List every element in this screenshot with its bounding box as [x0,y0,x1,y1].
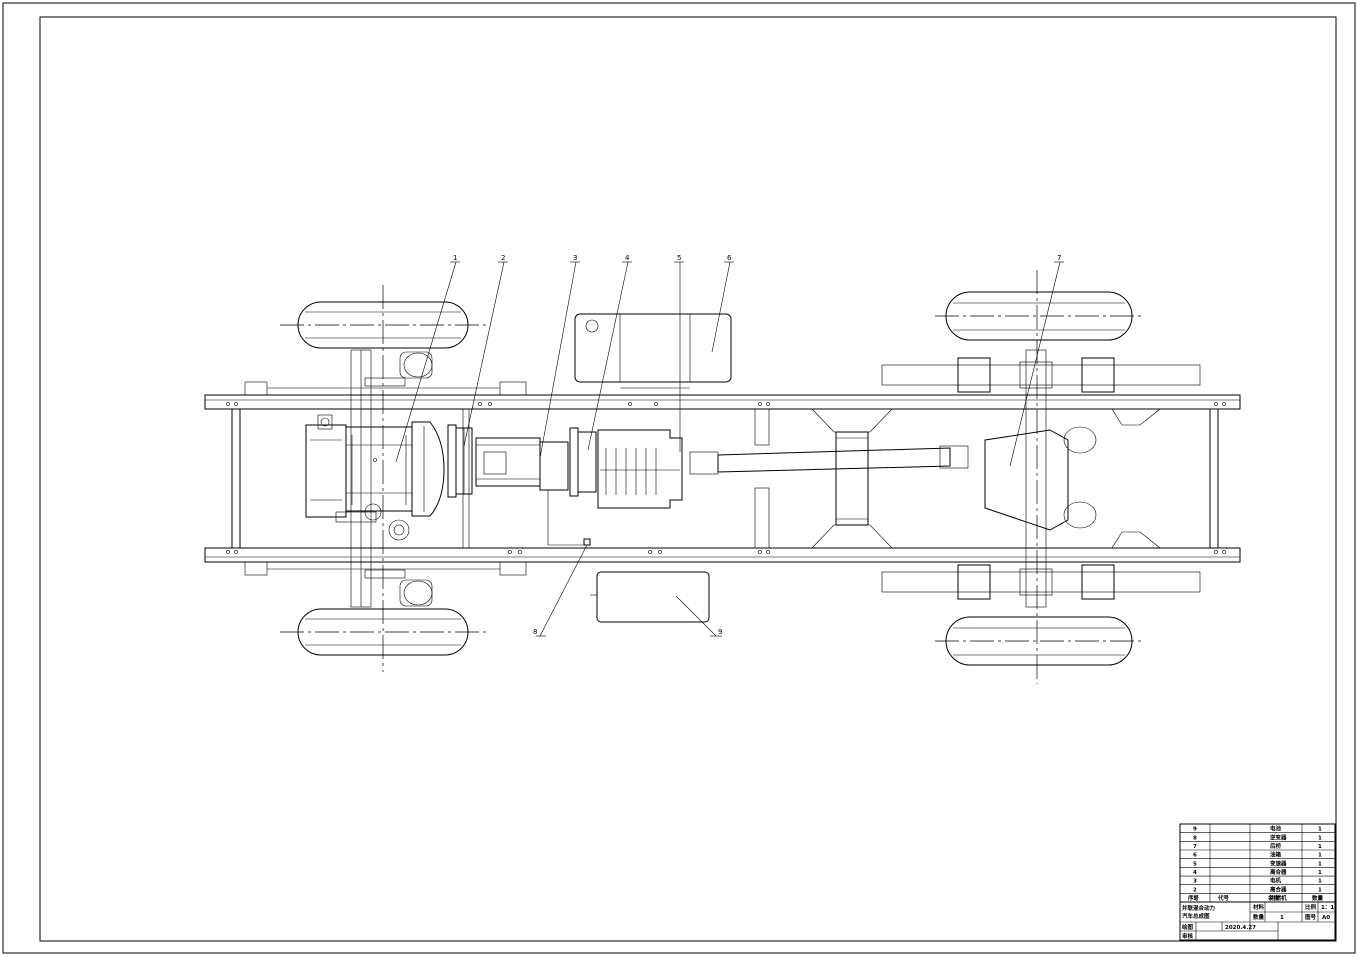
parts-cell-no: 1 [1193,896,1197,902]
callout-4: 4 [625,254,630,262]
drawn-label: 绘图 [1182,923,1194,931]
title-block: 9 电池 1 8 逆变器 1 7 后桥 1 6 油箱 1 5 变速器 1 4 离合器 1 3 电机 1 2 离合器 1 1 内燃机… [1179,823,1336,941]
transmission [597,429,683,509]
rear-axle-assembly [881,270,1201,684]
parts-cell-qty: 1 [1318,870,1322,876]
header-code: 代号 [1217,894,1230,902]
callout-1: 1 [453,254,457,262]
callout-numbers: 1 2 3 4 5 6 7 8 9 [453,254,1061,636]
sheet-label: 图号 [1305,913,1317,921]
header-no: 序号 [1187,894,1200,902]
parts-cell-no: 4 [1193,870,1197,876]
mid-cross-member [811,408,893,549]
callout-6: 6 [727,254,732,262]
parts-cell-qty: 1 [1318,861,1322,867]
frame-bolt-holes [226,402,1226,554]
leader-lines [395,261,1064,637]
parts-cell-name: 内燃机 [1270,894,1287,902]
title-line1: 并联混合动力 [1182,904,1216,912]
engine [305,414,445,541]
parts-cell-qty: 1 [1318,827,1322,833]
fuel-tank [574,313,732,389]
callout-5: 5 [677,254,681,262]
electric-motor [475,437,588,546]
callout-9: 9 [718,628,722,636]
material-label: 材料 [1253,903,1265,911]
parts-cell-qty: 1 [1318,896,1322,902]
header-qty: 数量 [1312,894,1324,902]
inner-border [39,16,1337,942]
propeller-shaft [689,445,969,475]
parts-cell-name: 油箱 [1270,851,1282,859]
front-axle-assembly [280,285,488,672]
callout-7: 7 [1057,254,1061,262]
drawn-date: 2020.4.27 [1225,925,1256,931]
parts-cell-name: 离合器 [1270,868,1287,876]
header-name: 名称 [1268,894,1280,902]
parts-cell-name: 电机 [1270,877,1282,885]
cross-member-rear [1209,408,1219,549]
frame-rail-lower [204,547,1241,563]
parts-cell-no: 9 [1193,827,1197,833]
quantity-label: 数量 [1253,913,1265,921]
parts-cell-name: 后桥 [1270,842,1282,850]
frame-rail-upper [204,394,1241,410]
callout-3: 3 [573,254,577,262]
parts-cell-name: 离合器 [1270,885,1287,893]
parts-cell-qty: 1 [1318,879,1322,885]
scale-value: 1：1 [1321,905,1334,911]
checked-label: 审核 [1182,932,1194,940]
chassis-plan-view: 1 2 3 4 5 6 7 8 9 [204,254,1241,684]
parts-cell-no: 5 [1193,861,1197,867]
parts-cell-qty: 1 [1318,887,1322,893]
parts-cell-no: 3 [1193,879,1197,885]
parts-cell-qty: 1 [1318,844,1322,850]
quantity-value: 1 [1280,915,1284,921]
sheet-value: A0 [1322,915,1330,921]
parts-cell-qty: 1 [1318,835,1322,841]
title-line2: 汽车总成图 [1182,912,1210,920]
parts-list: 9 电池 1 8 逆变器 1 7 后桥 1 6 油箱 1 5 变速器 1 4 离合器 1 3 电机 1 2 离合器 1 1 内燃机… [1180,825,1335,903]
parts-cell-no: 8 [1193,835,1197,841]
parts-cell-name: 电池 [1270,825,1282,833]
parts-cell-no: 7 [1193,844,1197,850]
parts-cell-no: 2 [1193,887,1197,893]
scale-label: 比例 [1305,903,1317,911]
parts-cell-name: 变速器 [1270,859,1287,867]
callout-8: 8 [533,628,537,636]
cross-member-front [231,408,241,549]
parts-cell-no: 6 [1193,853,1197,859]
clutch-rear [569,427,597,497]
parts-cell-qty: 1 [1318,853,1322,859]
clutch-front [447,424,473,498]
parts-cell-name: 逆变器 [1270,833,1287,841]
battery [590,571,710,623]
callout-2: 2 [501,254,505,262]
inverter [583,538,591,546]
